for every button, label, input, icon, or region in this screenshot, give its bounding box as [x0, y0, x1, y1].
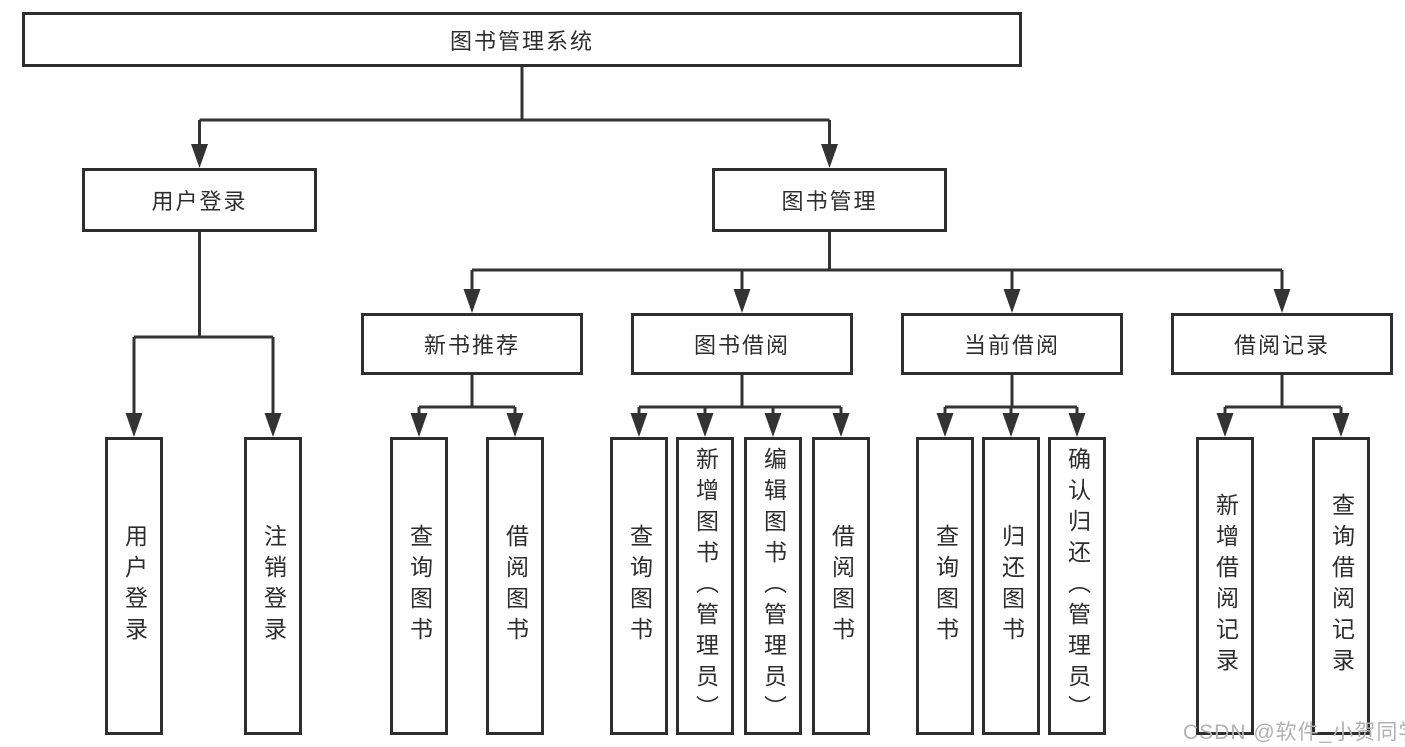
node-book-borrowing: 图书借阅 — [631, 313, 853, 375]
leaf-return-books: 归还图书 — [982, 437, 1040, 735]
leaf-query-books-recommend: 查询图书 — [390, 437, 448, 735]
leaf-user-login: 用户登录 — [105, 437, 163, 735]
leaf-query-books-current: 查询图书 — [916, 437, 974, 735]
node-borrow-records: 借阅记录 — [1171, 313, 1393, 375]
node-new-book-recommend: 新书推荐 — [361, 313, 583, 375]
leaf-query-borrow-record: 查询借阅记录 — [1312, 437, 1370, 735]
node-book-management: 图书管理 — [712, 168, 947, 232]
leaf-query-books-borrowing: 查询图书 — [610, 437, 668, 735]
csdn-watermark: CSDN @软件_小贺同学 — [1183, 721, 1405, 744]
leaf-add-book-admin: 新增图书（管理员） — [676, 437, 734, 735]
node-current-borrowing: 当前借阅 — [901, 313, 1123, 375]
leaf-confirm-return-admin: 确认归还（管理员） — [1048, 437, 1106, 735]
leaf-borrow-books-borrowing: 借阅图书 — [812, 437, 870, 735]
leaf-edit-book-admin: 编辑图书（管理员） — [744, 437, 802, 735]
leaf-borrow-books-recommend: 借阅图书 — [486, 437, 544, 735]
leaf-logout: 注销登录 — [244, 437, 302, 735]
node-library-management-system: 图书管理系统 — [22, 12, 1022, 67]
node-user-login: 用户登录 — [82, 168, 317, 232]
leaf-add-borrow-record: 新增借阅记录 — [1196, 437, 1254, 735]
